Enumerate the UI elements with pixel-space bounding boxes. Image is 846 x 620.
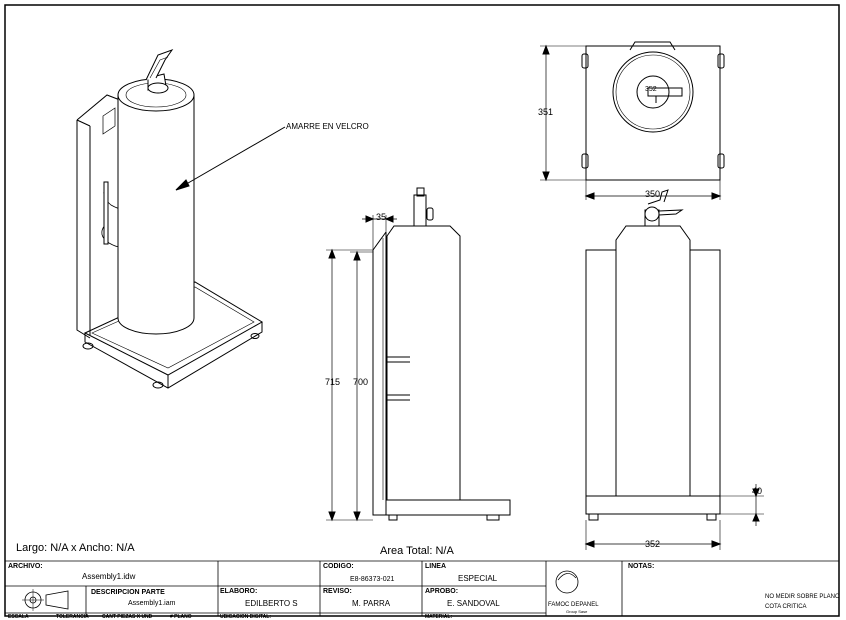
archivo-label: ARCHIVO: bbox=[8, 563, 43, 570]
reviso-label: REVISO: bbox=[323, 588, 352, 595]
logo-icon bbox=[555, 570, 579, 594]
dim-350: 350 bbox=[645, 189, 661, 199]
dim-351: 351 bbox=[538, 107, 554, 117]
escala-label: ESCALA bbox=[8, 614, 29, 620]
linea-value: ESPECIAL bbox=[458, 574, 498, 583]
dim-700: 700 bbox=[353, 377, 369, 387]
logo-subtext: Group Sase bbox=[566, 609, 588, 614]
reviso-value: M. PARRA bbox=[352, 599, 391, 608]
dim-35: 35 bbox=[376, 212, 387, 222]
side-view bbox=[326, 187, 511, 522]
aprobo-value: E. SANDOVAL bbox=[447, 599, 500, 608]
ubicacion-label: UBICACION DIGITAL: bbox=[220, 614, 272, 620]
largo-ancho: Largo: N/A x Ancho: N/A bbox=[16, 542, 135, 554]
archivo-value: Assembly1.idw bbox=[82, 572, 136, 581]
aprobo-label: APROBO: bbox=[425, 588, 459, 595]
dim-352-bottom: 352 bbox=[645, 539, 661, 549]
descripcion-value: Assembly1.iam bbox=[128, 600, 176, 607]
descripcion-label: DESCRIPCION PARTE bbox=[91, 589, 165, 596]
area-total: Area Total: N/A bbox=[380, 545, 454, 557]
dim-352-top: 352 bbox=[645, 86, 657, 93]
codigo-label: CODIGO: bbox=[323, 563, 354, 570]
front-view bbox=[584, 189, 764, 550]
material-label: MATERIAL: bbox=[425, 614, 453, 620]
elaboro-value: EDILBERTO S bbox=[245, 599, 298, 608]
callout-velcro: AMARRE EN VELCRO bbox=[286, 122, 369, 131]
isometric-view bbox=[76, 49, 286, 389]
plano-label: # PLANO bbox=[170, 614, 192, 620]
tolerancia-label: TOLERANCIA bbox=[56, 614, 89, 620]
codigo-value: E8-86373-021 bbox=[350, 576, 395, 583]
note-no-medir: NO MEDIR SOBRE PLANO bbox=[765, 594, 840, 600]
linea-label: LINEA bbox=[425, 563, 446, 570]
logo-text: FAMOC DEPANEL bbox=[548, 602, 599, 608]
notas-label: NOTAS: bbox=[628, 563, 655, 570]
note-cota-critica: COTA CRITICA bbox=[765, 604, 807, 610]
elaboro-label: ELABORO: bbox=[220, 588, 258, 595]
dim-715: 715 bbox=[325, 377, 341, 387]
cant-label: CANT PIEZAS X UND bbox=[102, 614, 153, 620]
dim-40: 40 bbox=[752, 486, 763, 496]
top-view bbox=[540, 41, 725, 200]
title-block bbox=[5, 560, 839, 616]
